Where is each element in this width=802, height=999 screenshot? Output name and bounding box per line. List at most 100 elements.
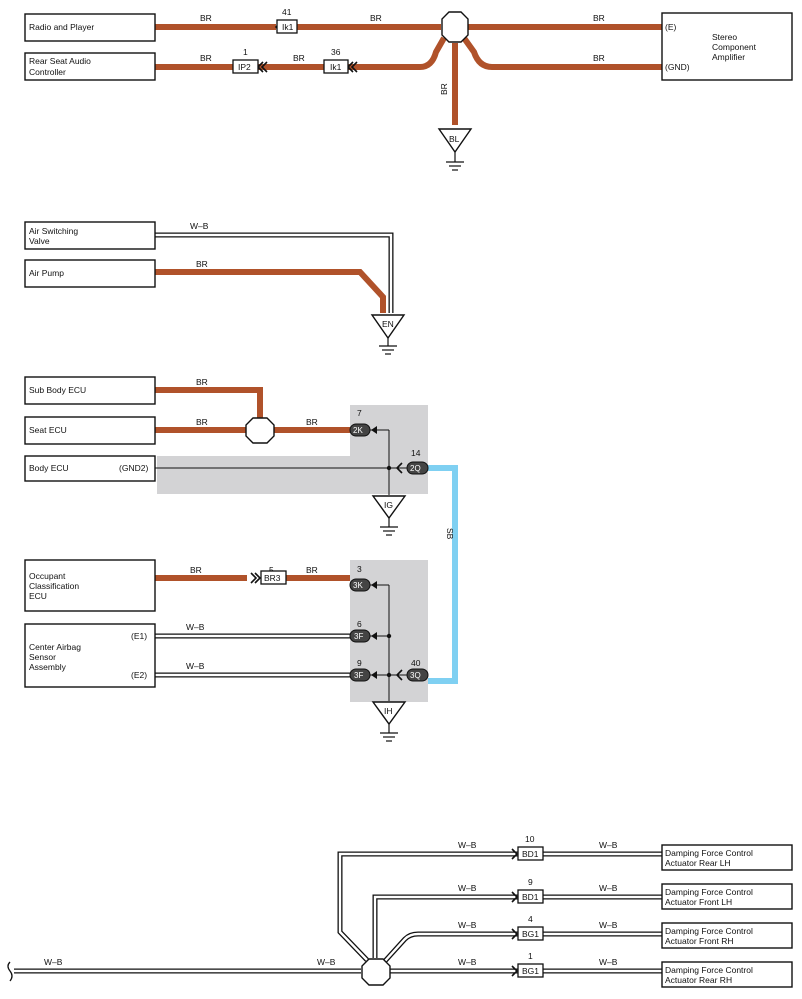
wire-label-wb: W–B (458, 883, 477, 893)
audio-ground-group: Radio and Player Rear Seat Audio Control… (24, 7, 793, 171)
connector-name: BR3 (264, 573, 281, 583)
wire-label-wb: W–B (599, 883, 618, 893)
airbag-label-2: Sensor (29, 652, 56, 662)
connector-name: 3F (354, 671, 363, 680)
wire-label-wb: W–B (190, 221, 209, 231)
wire-label-wb: W–B (458, 920, 477, 930)
connector-pin-number: 4 (528, 914, 533, 924)
connector-3f-6: 6 3F (349, 619, 377, 643)
connector-chevron-icon (395, 462, 403, 474)
actuator-label: Damping Force Control (665, 848, 753, 858)
connector-bd1-9: 9 BD1 (511, 877, 544, 904)
air-pump-label: Air Pump (29, 268, 64, 278)
amplifier-label-1: Stereo (712, 32, 737, 42)
center-airbag-sensor-box (24, 623, 156, 688)
connector-pin-number: 40 (411, 658, 421, 668)
wire-label-br: BR (200, 53, 212, 63)
connector-bg1-1: 1 BG1 (511, 951, 544, 978)
connector-chevron-icon (395, 669, 403, 681)
actuator-label: Actuator Front LH (665, 897, 732, 907)
connector-ip2-1: 1 IP2 (232, 47, 268, 74)
airbag-terminal-e1: (E1) (131, 631, 147, 641)
connector-pin-number: 1 (528, 951, 533, 961)
wire-label-br: BR (370, 13, 382, 23)
connector-bd1-10: 10 BD1 (511, 834, 544, 861)
ground-icon (371, 701, 407, 726)
connector-pin-number: 7 (357, 408, 362, 418)
actuator-label: Actuator Front RH (665, 936, 734, 946)
connector-name: 2Q (410, 464, 421, 473)
connector-name: Ik1 (330, 62, 342, 72)
wire-label-sb-vertical: SB (445, 528, 455, 540)
connector-pin-number: 9 (528, 877, 533, 887)
connector-chevron-icon (511, 928, 519, 940)
connector-pin-number: 6 (357, 619, 362, 629)
connector-chevron-icon (350, 61, 358, 73)
air-switching-label-2: Valve (29, 236, 50, 246)
rear-seat-audio-controller-box (24, 52, 156, 81)
ground-icon (371, 495, 407, 520)
wire-label-wb: W–B (458, 840, 477, 850)
actuator-label: Damping Force Control (665, 965, 753, 975)
ground-label: IH (384, 706, 393, 716)
occupant-label-1: Occupant (29, 571, 66, 581)
body-ecu-box (24, 455, 156, 482)
connector-2q-14: 14 2Q (395, 448, 429, 475)
connector-chevron-icon (250, 572, 258, 584)
actuator-label: Actuator Rear LH (665, 858, 731, 868)
connector-3f-9: 9 3F (349, 658, 377, 682)
wire-label-wb: W–B (186, 661, 205, 671)
wire-label-br: BR (190, 565, 202, 575)
connector-chevron-icon (511, 891, 519, 903)
connector-name: 3Q (410, 671, 421, 680)
air-ground-group: Air Switching Valve Air Pump W–B BR EN (24, 221, 406, 355)
airbag-terminal-e2: (E2) (131, 670, 147, 680)
ground-label: BL (449, 134, 460, 144)
connector-pin-number: 41 (282, 7, 292, 17)
connector-bg1-4: 4 BG1 (511, 914, 544, 941)
connector-3q-40: 40 3Q (395, 658, 429, 682)
actuator-label: Damping Force Control (665, 887, 753, 897)
ground-icon (437, 128, 473, 154)
connector-name: Ik1 (282, 22, 294, 32)
wire-label-br: BR (593, 53, 605, 63)
connector-br3-5: 5 BR3 (250, 565, 287, 585)
amplifier-label-3: Amplifier (712, 52, 745, 62)
sub-body-ecu-box (24, 376, 156, 405)
ground-label: EN (382, 319, 394, 329)
wire-label-br: BR (196, 377, 208, 387)
wire-label-wb: W–B (599, 840, 618, 850)
body-ecu-label: Body ECU (29, 463, 69, 473)
air-switching-valve-box (24, 221, 156, 250)
connector-chevron-icon (511, 848, 519, 860)
rear-seat-audio-label-2: Controller (29, 67, 66, 77)
seat-ecu-label: Seat ECU (29, 425, 67, 435)
airbag-label-3: Assembly (29, 662, 67, 672)
ground-ig: IG (371, 495, 407, 536)
ground-label: IG (384, 500, 393, 510)
wire-label-wb: W–B (599, 957, 618, 967)
connector-name: BD1 (522, 892, 539, 902)
wire-label-br: BR (593, 13, 605, 23)
wire-label-br: BR (306, 417, 318, 427)
radio-and-player-box (24, 13, 156, 42)
connector-ik1-36: 36 Ik1 (323, 47, 358, 74)
wire-label-wb: W–B (599, 920, 618, 930)
wire-label-wb: W–B (458, 957, 477, 967)
occupant-label-2: Classification (29, 581, 79, 591)
splice-junction-icon (245, 417, 275, 444)
damping-actuator-front-lh-box (661, 883, 793, 910)
radio-and-player-label: Radio and Player (29, 22, 94, 32)
stereo-component-amplifier-box (661, 12, 793, 81)
connector-name: BG1 (522, 966, 539, 976)
connector-3k-3: 3 3K (349, 564, 377, 592)
seat-ecu-box (24, 416, 156, 445)
ground-icon (370, 314, 406, 340)
actuator-label: Damping Force Control (665, 926, 753, 936)
air-switching-label-1: Air Switching (29, 226, 78, 236)
connector-name: 3F (354, 632, 363, 641)
connector-name: 3K (353, 581, 363, 590)
connector-chevron-icon (260, 61, 268, 73)
ground-en: EN (370, 314, 406, 355)
